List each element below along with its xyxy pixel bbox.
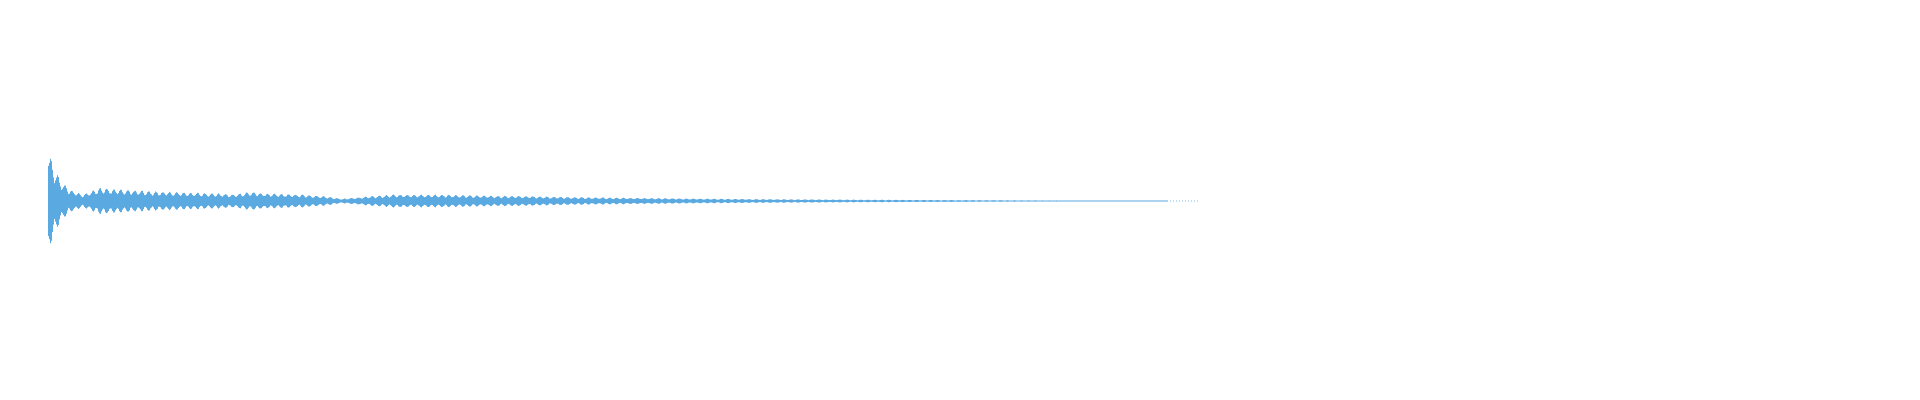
waveform-samples [48, 158, 1198, 244]
